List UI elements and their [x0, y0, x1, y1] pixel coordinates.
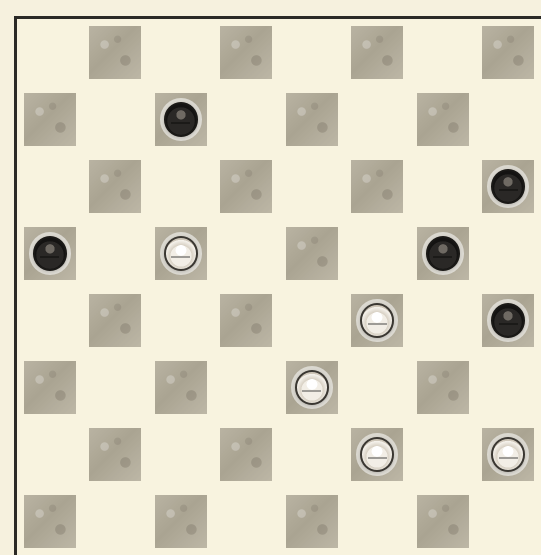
- dark-square-0-7[interactable]: [476, 19, 541, 86]
- light-square-0-2: [148, 19, 214, 86]
- dark-square-6-1[interactable]: [83, 421, 149, 488]
- white-checker-piece-icon[interactable]: [164, 236, 198, 271]
- dark-square-7-6[interactable]: [410, 488, 476, 555]
- light-square-2-0: [17, 153, 83, 220]
- light-square-4-0: [17, 287, 83, 354]
- dark-square-2-5[interactable]: [345, 153, 411, 220]
- light-square-3-7: [476, 220, 541, 287]
- dark-square-4-1[interactable]: [83, 287, 149, 354]
- light-square-0-0: [17, 19, 83, 86]
- dark-square-0-1[interactable]: [83, 19, 149, 86]
- dark-square-3-4[interactable]: [279, 220, 345, 287]
- dark-square-3-2[interactable]: [148, 220, 214, 287]
- light-square-4-2: [148, 287, 214, 354]
- dark-square-5-0[interactable]: [17, 354, 83, 421]
- white-checker-piece-icon[interactable]: [295, 370, 329, 405]
- dark-square-1-2[interactable]: [148, 86, 214, 153]
- light-square-7-5: [345, 488, 411, 555]
- light-square-0-6: [410, 19, 476, 86]
- dark-square-7-0[interactable]: [17, 488, 83, 555]
- light-square-7-3: [214, 488, 280, 555]
- dark-square-1-0[interactable]: [17, 86, 83, 153]
- checkers-board: [14, 16, 541, 555]
- dark-square-4-5[interactable]: [345, 287, 411, 354]
- dark-square-7-2[interactable]: [148, 488, 214, 555]
- white-checker-piece-icon[interactable]: [360, 437, 394, 472]
- light-square-0-4: [279, 19, 345, 86]
- light-square-5-5: [345, 354, 411, 421]
- dark-square-6-7[interactable]: [476, 421, 541, 488]
- white-checker-piece-icon[interactable]: [360, 303, 394, 338]
- light-square-1-1: [83, 86, 149, 153]
- light-square-7-1: [83, 488, 149, 555]
- black-checker-piece-icon[interactable]: [426, 236, 460, 271]
- black-checker-piece-icon[interactable]: [164, 102, 198, 137]
- dark-square-2-3[interactable]: [214, 153, 280, 220]
- light-square-5-7: [476, 354, 541, 421]
- dark-square-0-5[interactable]: [345, 19, 411, 86]
- white-checker-piece-icon[interactable]: [491, 437, 525, 472]
- dark-square-3-6[interactable]: [410, 220, 476, 287]
- light-square-1-5: [345, 86, 411, 153]
- dark-square-3-0[interactable]: [17, 220, 83, 287]
- light-square-2-2: [148, 153, 214, 220]
- dark-square-1-6[interactable]: [410, 86, 476, 153]
- black-checker-piece-icon[interactable]: [491, 169, 525, 204]
- light-square-6-0: [17, 421, 83, 488]
- light-square-5-1: [83, 354, 149, 421]
- light-square-1-3: [214, 86, 280, 153]
- light-square-3-1: [83, 220, 149, 287]
- light-square-6-6: [410, 421, 476, 488]
- light-square-3-3: [214, 220, 280, 287]
- dark-square-0-3[interactable]: [214, 19, 280, 86]
- dark-square-6-5[interactable]: [345, 421, 411, 488]
- dark-square-5-2[interactable]: [148, 354, 214, 421]
- black-checker-piece-icon[interactable]: [33, 236, 67, 271]
- dark-square-7-4[interactable]: [279, 488, 345, 555]
- light-square-6-4: [279, 421, 345, 488]
- dark-square-4-7[interactable]: [476, 287, 541, 354]
- board-grid: [17, 19, 541, 555]
- light-square-2-4: [279, 153, 345, 220]
- light-square-1-7: [476, 86, 541, 153]
- dark-square-4-3[interactable]: [214, 287, 280, 354]
- dark-square-5-6[interactable]: [410, 354, 476, 421]
- dark-square-5-4[interactable]: [279, 354, 345, 421]
- dark-square-2-1[interactable]: [83, 153, 149, 220]
- light-square-7-7: [476, 488, 541, 555]
- light-square-6-2: [148, 421, 214, 488]
- light-square-5-3: [214, 354, 280, 421]
- light-square-4-6: [410, 287, 476, 354]
- dark-square-2-7[interactable]: [476, 153, 541, 220]
- dark-square-6-3[interactable]: [214, 421, 280, 488]
- black-checker-piece-icon[interactable]: [491, 303, 525, 338]
- light-square-4-4: [279, 287, 345, 354]
- light-square-2-6: [410, 153, 476, 220]
- dark-square-1-4[interactable]: [279, 86, 345, 153]
- light-square-3-5: [345, 220, 411, 287]
